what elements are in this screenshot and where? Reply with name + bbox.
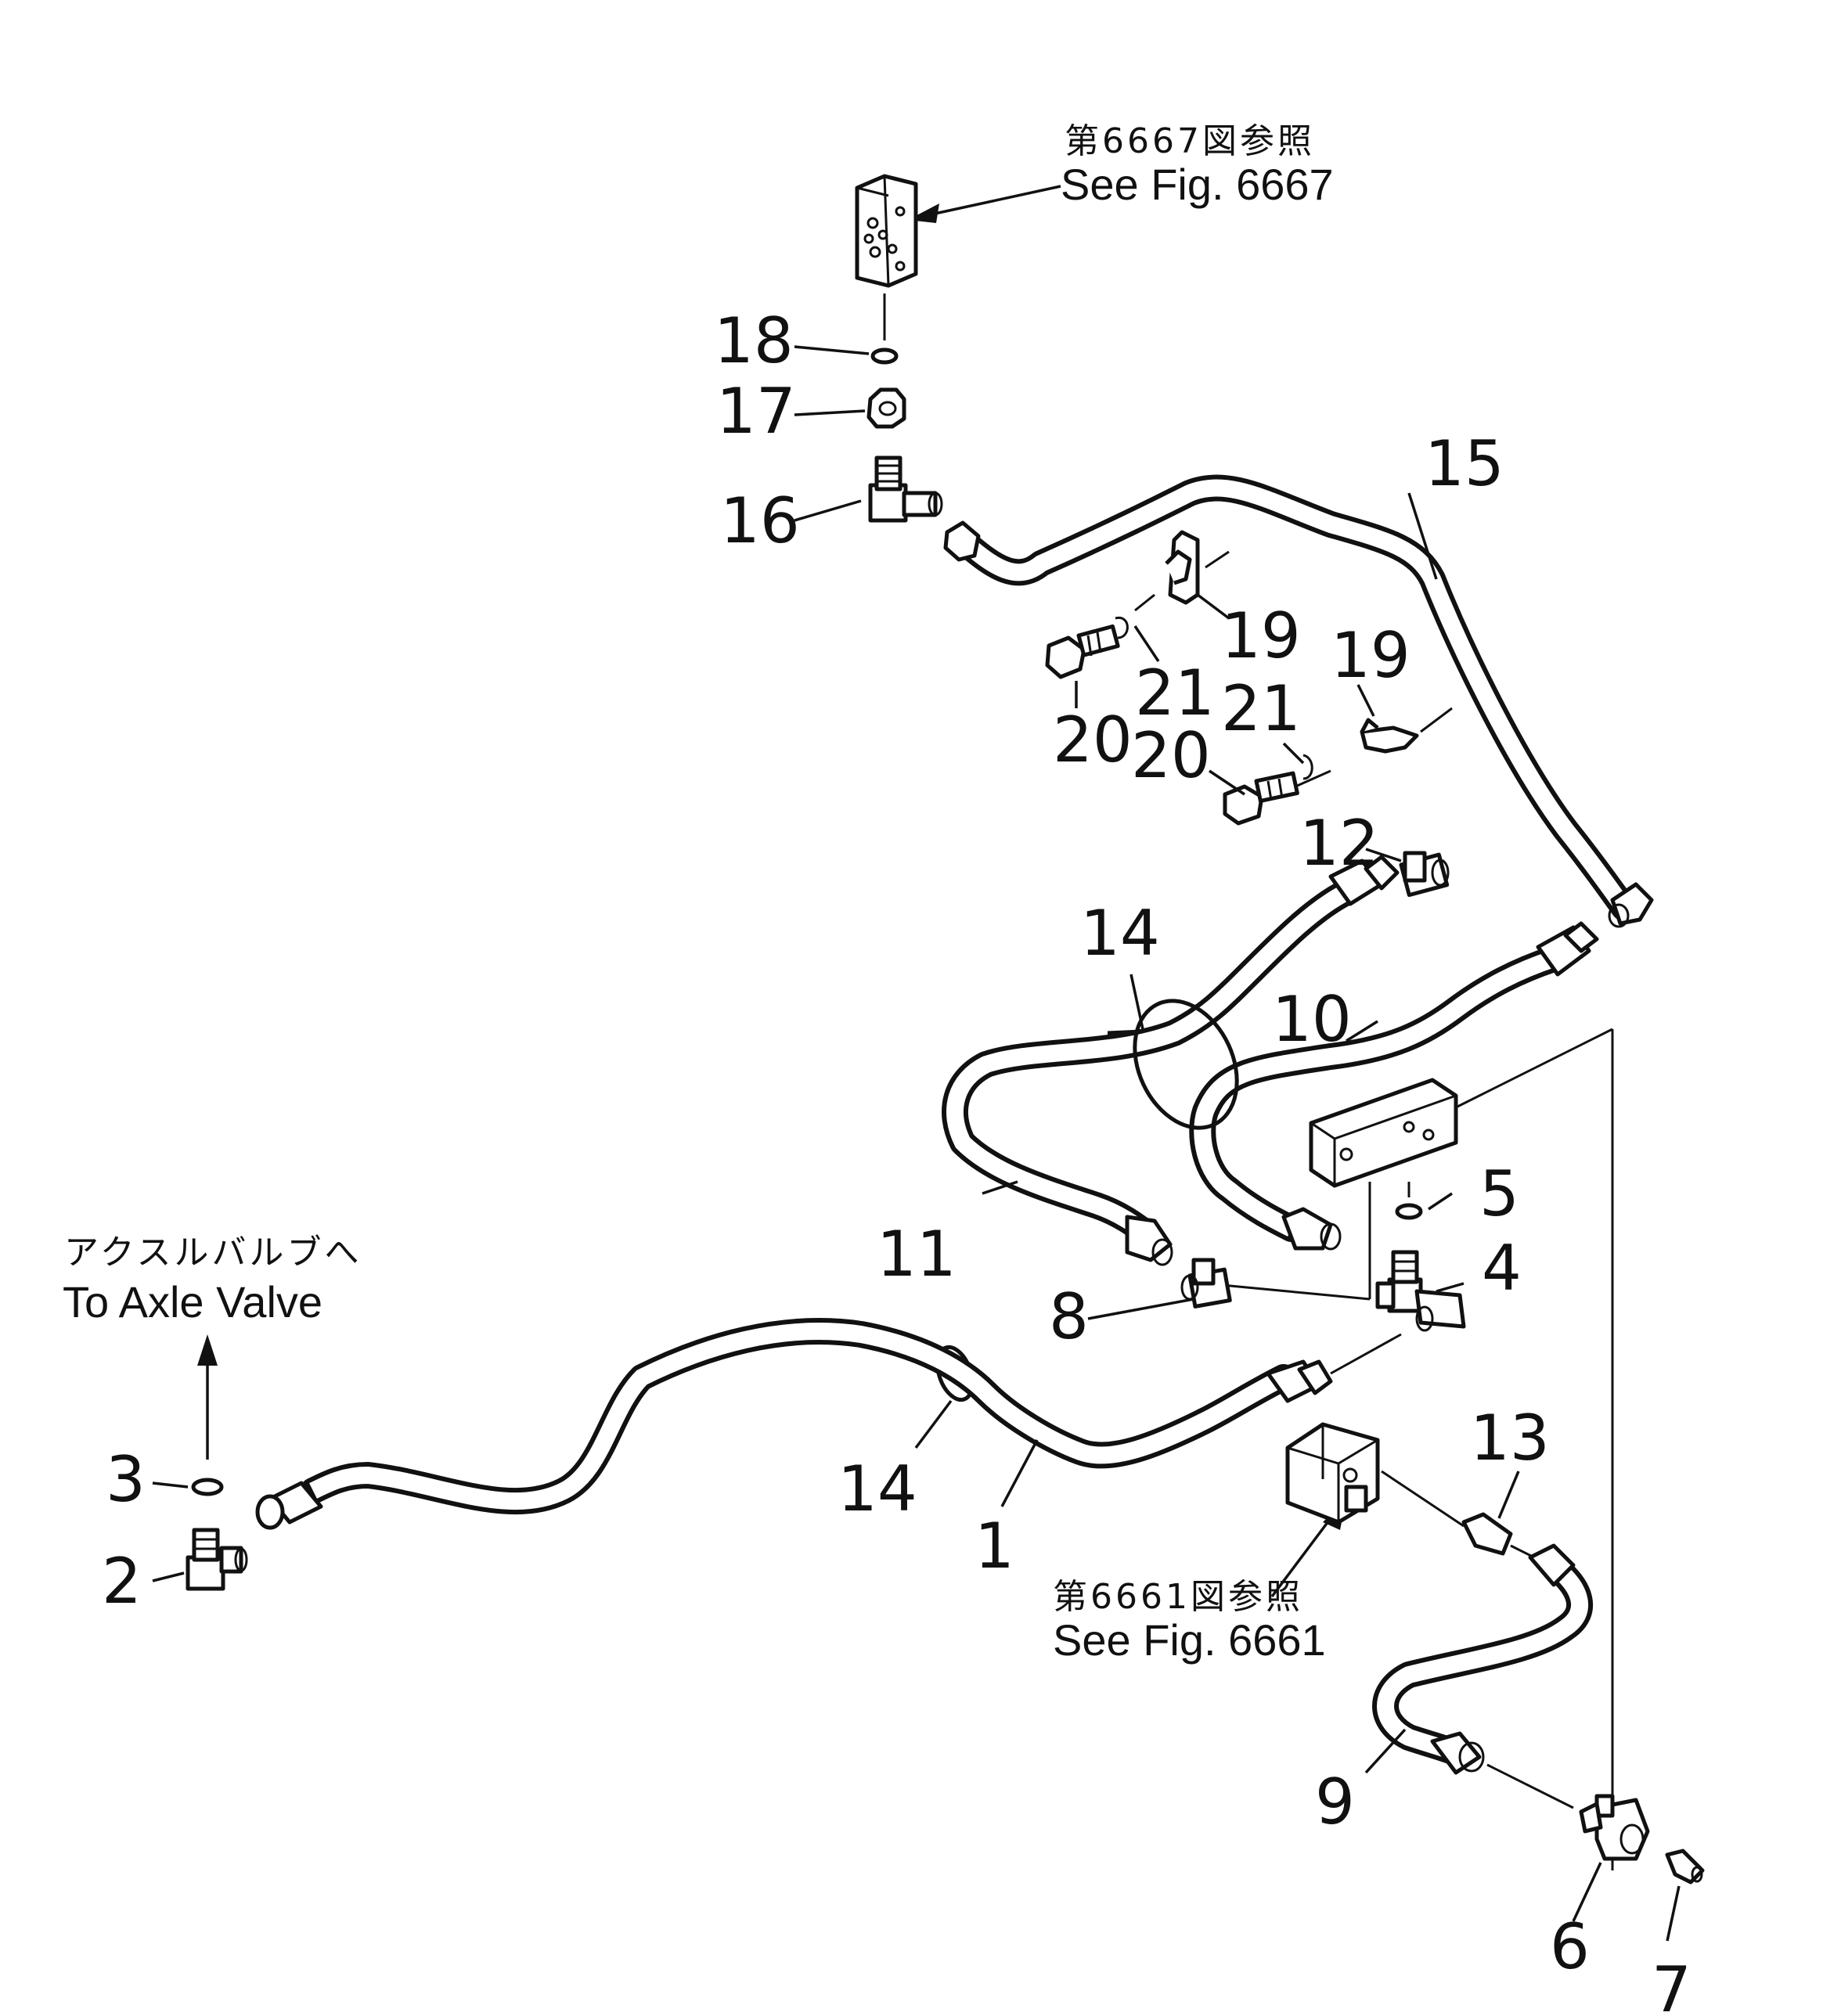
callout-10: 10 [1272, 983, 1352, 1056]
callout-16: 16 [720, 484, 800, 557]
reference-top-en: See Fig. 6667 [1061, 160, 1334, 209]
callout-12: 12 [1299, 807, 1379, 880]
clamp-19-upper [1134, 530, 1230, 612]
callout-19-right: 19 [1331, 619, 1410, 692]
bolt-20-lower [1223, 769, 1331, 826]
reference-middle-jp: 第6661図参照 [1053, 1577, 1303, 1617]
hose-9 [1372, 1543, 1593, 1809]
tee-6 [1579, 1794, 1650, 1861]
nut-17 [866, 387, 906, 429]
reference-middle: 第6661図参照 See Fig. 6661 [1053, 1577, 1326, 1665]
o-ring-5 [1395, 1203, 1423, 1220]
valve-block-6661 [1285, 1422, 1465, 1528]
elbow-2 [186, 1528, 248, 1591]
reference-top: 第6667図参照 See Fig. 6667 [1061, 121, 1334, 209]
arrow-head-left [197, 1334, 218, 1366]
reference-left-en: To Axle Valve [63, 1277, 322, 1327]
callout-17: 17 [716, 375, 796, 448]
callout-20-right: 20 [1131, 719, 1211, 792]
callout-8: 8 [1049, 1280, 1089, 1353]
reference-middle-en: See Fig. 6661 [1053, 1615, 1326, 1665]
callout-9: 9 [1315, 1766, 1355, 1838]
bolt-20-upper [1045, 624, 1120, 679]
callout-21-left: 21 [1135, 657, 1215, 729]
callout-21-right: 21 [1221, 672, 1301, 745]
o-ring-3 [191, 1478, 224, 1496]
o-ring-18 [870, 347, 899, 365]
hose-11 [942, 855, 1400, 1266]
callout-7: 7 [1652, 1953, 1691, 2016]
tube-15 [943, 474, 1654, 928]
callout-numbers: 1 2 3 4 5 6 7 8 9 10 11 12 13 14 14 15 1… [102, 304, 1691, 2016]
callout-leaders [152, 345, 1681, 1942]
callout-1: 1 [975, 1510, 1014, 1582]
reference-top-jp: 第6667図参照 [1065, 121, 1315, 161]
reference-left: アクスルバルブへ To Axle Valve [63, 1233, 362, 1327]
fitting-12 [1399, 851, 1450, 898]
callout-14-upper: 14 [1080, 897, 1160, 970]
washer-21-upper [1115, 617, 1129, 639]
valve-block-top [855, 174, 918, 340]
elbow-16 [868, 455, 943, 523]
reference-left-jp: アクスルバルブへ [64, 1233, 362, 1273]
hose-10 [1189, 921, 1599, 1251]
callout-5: 5 [1479, 1157, 1519, 1230]
frame-lines [1204, 1029, 1614, 1870]
callout-11: 11 [877, 1218, 957, 1291]
callout-2: 2 [102, 1545, 142, 1618]
callout-4: 4 [1482, 1232, 1522, 1305]
clamp-19-lower [1360, 707, 1453, 754]
washer-21-lower [1302, 754, 1313, 780]
callout-13: 13 [1470, 1402, 1550, 1474]
callout-19-left: 19 [1221, 599, 1301, 672]
hose-1 [255, 1318, 1402, 1530]
connector-13 [1461, 1512, 1535, 1559]
tee-4 [1375, 1250, 1466, 1332]
arrow-line-middle [1270, 1517, 1332, 1598]
callout-20-left: 20 [1053, 704, 1133, 776]
band-clamp-14-upper-tab [1107, 1029, 1144, 1035]
arrow-line-top [927, 185, 1061, 217]
callout-14-lower: 14 [838, 1453, 917, 1525]
plug-7 [1665, 1849, 1705, 1885]
callout-15: 15 [1425, 427, 1504, 500]
callout-6: 6 [1550, 1910, 1590, 1983]
valve-block-middle [1309, 1028, 1613, 1197]
callout-3: 3 [106, 1443, 146, 1516]
band-clamp-14-upper [1133, 999, 1239, 1130]
callout-18: 18 [714, 304, 794, 377]
fitting-8 [1180, 1258, 1232, 1309]
